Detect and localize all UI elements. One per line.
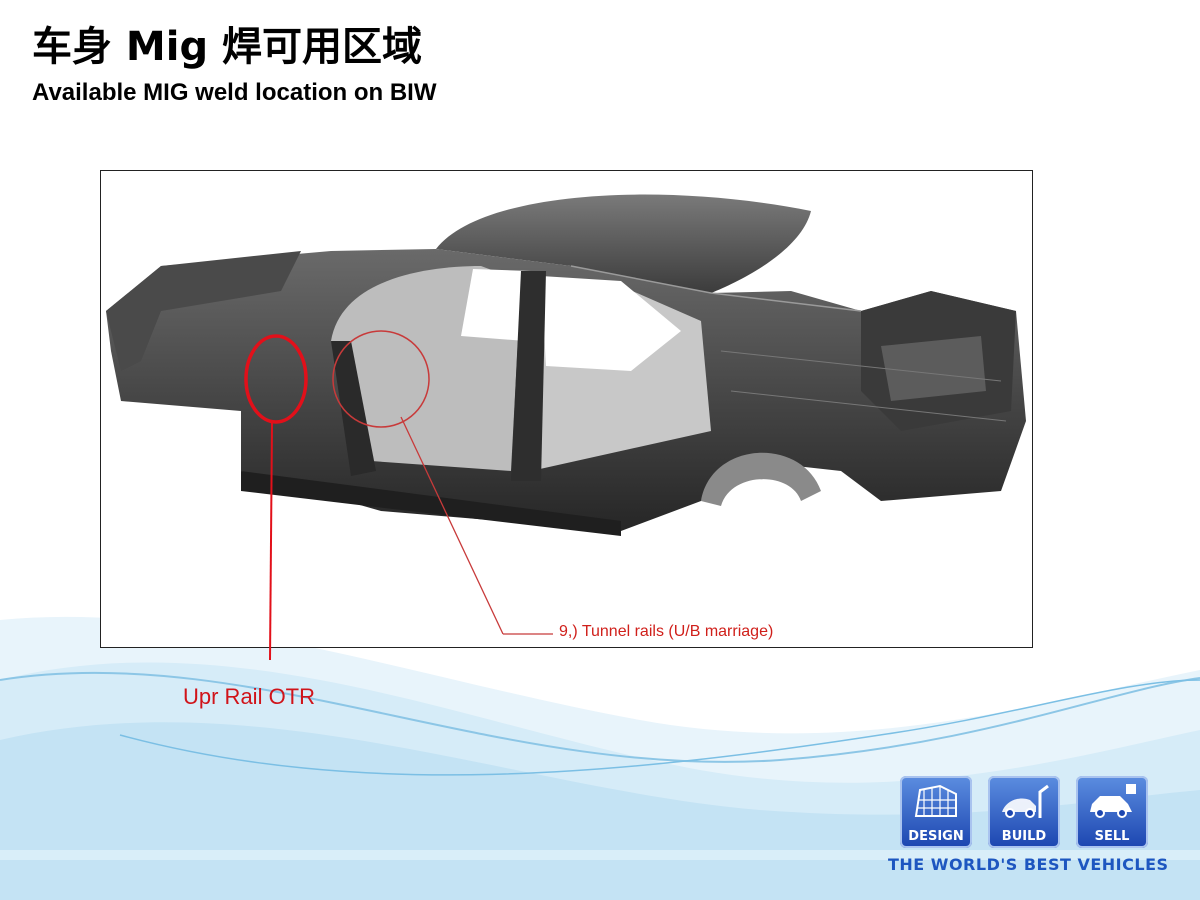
sell-car-icon bbox=[1090, 784, 1136, 818]
car-body-in-white-image bbox=[106, 194, 1026, 635]
page-title: 车身 Mig 焊可用区域 bbox=[32, 24, 422, 70]
build-tile: BUILD bbox=[988, 776, 1060, 848]
build-label: BUILD bbox=[1001, 829, 1047, 844]
brand-logo: DESIGN BUILD SELL bbox=[900, 776, 1160, 848]
brand-tagline: THE WORLD'S BEST VEHICLES bbox=[888, 855, 1169, 874]
sell-label: SELL bbox=[1094, 829, 1130, 844]
tunnel-rails-callout: 9,) Tunnel rails (U/B marriage) bbox=[559, 623, 774, 640]
build-robot-icon bbox=[1002, 784, 1049, 818]
upr-rail-otr-label: Upr Rail OTR bbox=[183, 684, 316, 709]
design-label: DESIGN bbox=[908, 829, 964, 844]
sell-tile: SELL bbox=[1076, 776, 1148, 848]
biw-figure: 9,) Tunnel rails (U/B marriage) bbox=[100, 170, 1033, 648]
page-subtitle: Available MIG weld location on BIW bbox=[32, 79, 437, 106]
design-tile: DESIGN bbox=[900, 776, 972, 848]
design-grid-icon bbox=[914, 784, 957, 817]
